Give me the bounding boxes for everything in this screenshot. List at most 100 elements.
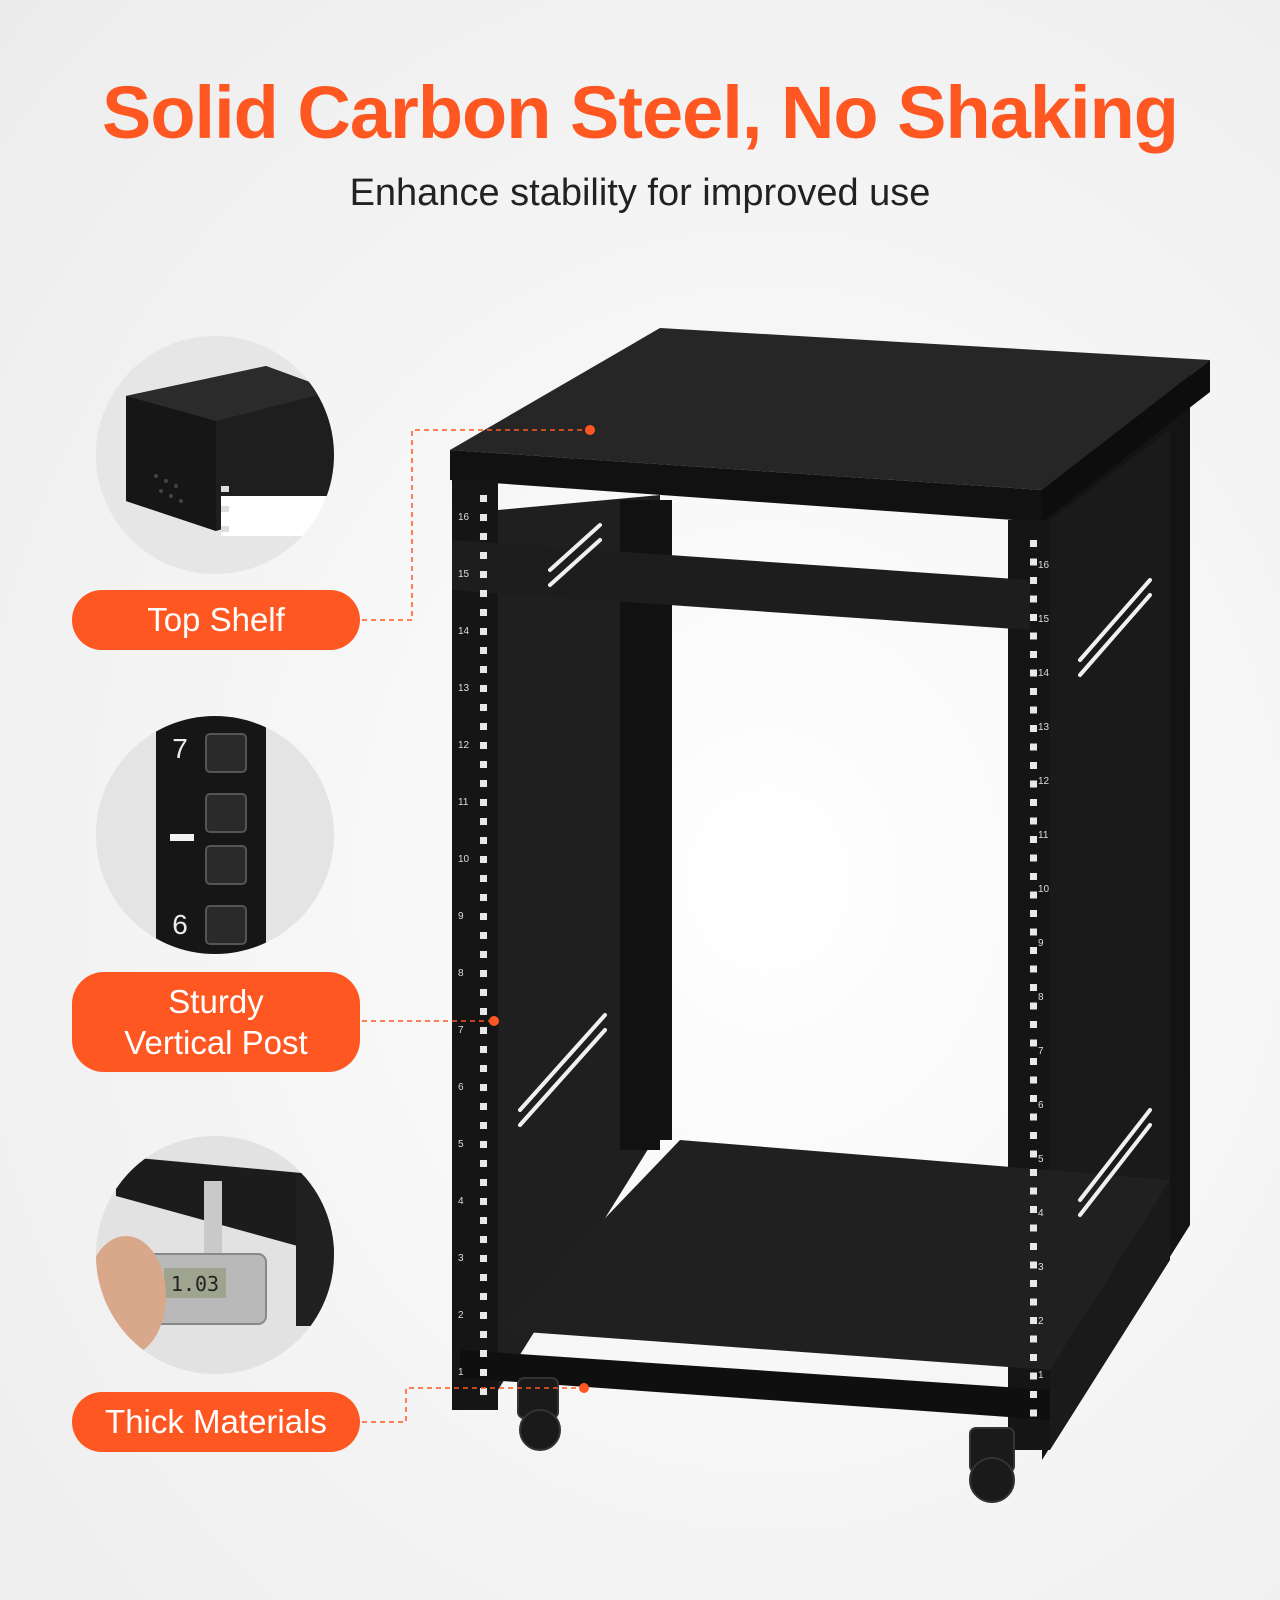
rack-unit-label-left: 2 xyxy=(458,1310,464,1321)
rack-unit-label-right: 12 xyxy=(1038,776,1050,787)
rack-hole-right xyxy=(1030,1391,1037,1398)
rack-unit-label-left: 6 xyxy=(458,1082,464,1093)
rack-hole-left xyxy=(480,1312,487,1319)
rack-unit-label-right: 6 xyxy=(1038,1100,1044,1111)
rack-unit-label-left: 8 xyxy=(458,968,464,979)
rack-hole-left xyxy=(480,514,487,521)
rack-hole-right xyxy=(1030,1280,1037,1287)
rack-hole-left xyxy=(480,1027,487,1034)
rack-hole-left xyxy=(480,685,487,692)
rack-hole-right xyxy=(1030,725,1037,732)
post-number-7: 7 xyxy=(172,733,188,764)
rack-hole-right xyxy=(1030,632,1037,640)
rack-hole-right xyxy=(1030,873,1037,880)
caliper-reading: 1.03 xyxy=(171,1272,219,1296)
rack-hole-right xyxy=(1030,1039,1037,1047)
rack-unit-label-right: 2 xyxy=(1038,1316,1044,1327)
rack-unit-label-left: 5 xyxy=(458,1139,464,1150)
rack-hole-left xyxy=(480,989,487,996)
rack-hole-right xyxy=(1030,1335,1037,1343)
rack-hole-left xyxy=(480,742,487,749)
rack-hole-right xyxy=(1030,595,1037,603)
rack-hole-left xyxy=(480,1236,487,1243)
top-shelf-closeup-image xyxy=(96,336,334,574)
rack-hole-right xyxy=(1030,984,1037,991)
rack-unit-label-right: 11 xyxy=(1038,830,1049,841)
rack-hole-left xyxy=(480,780,487,787)
rack-hole-left xyxy=(480,1008,487,1015)
rack-hole-left xyxy=(480,875,487,882)
rack-hole-right xyxy=(1030,558,1037,566)
rack-hole-left xyxy=(480,856,487,863)
rack-unit-label-right: 9 xyxy=(1038,938,1044,949)
subheadline: Enhance stability for improved use xyxy=(349,172,931,214)
rack-hole-right xyxy=(1030,1224,1037,1232)
rack-hole-right xyxy=(1030,614,1037,621)
rack-hole-right xyxy=(1030,669,1037,677)
rack-hole-right xyxy=(1030,762,1037,769)
rack-hole-left xyxy=(480,647,487,654)
rack-hole-right xyxy=(1030,1187,1037,1195)
rack-hole-right xyxy=(1030,836,1037,843)
rack-hole-left xyxy=(480,1255,487,1262)
top-shelf-label: Top Shelf xyxy=(72,590,360,650)
rack-unit-label-right: 5 xyxy=(1038,1154,1044,1165)
headline: Solid Carbon Steel, No Shaking xyxy=(101,71,1179,154)
rack-hole-left xyxy=(480,590,487,597)
rack-hole-left xyxy=(480,761,487,768)
rack-hole-left xyxy=(480,704,487,711)
rack-hole-right xyxy=(1030,1317,1037,1324)
rack-hole-right xyxy=(1030,965,1037,973)
rack-hole-left xyxy=(480,723,487,730)
rack-hole-right xyxy=(1030,1409,1037,1417)
rack-hole-left xyxy=(480,1103,487,1110)
rack-hole-left xyxy=(480,1331,487,1338)
rack-unit-label-left: 14 xyxy=(458,626,470,637)
rack-hole-right xyxy=(1030,1169,1037,1176)
rack-unit-label-right: 15 xyxy=(1038,614,1050,625)
rack-hole-left xyxy=(480,1369,487,1376)
rack-unit-label-left: 3 xyxy=(458,1253,464,1264)
rack-hole-left xyxy=(480,1122,487,1129)
rack-unit-label-left: 11 xyxy=(458,797,469,808)
rack-hole-right xyxy=(1030,1354,1037,1361)
rack-hole-right xyxy=(1030,1058,1037,1065)
rack-hole-left xyxy=(480,552,487,559)
rack-hole-right xyxy=(1030,1261,1037,1269)
rack-hole-right xyxy=(1030,540,1037,547)
rack-hole-right xyxy=(1030,1095,1037,1102)
rack-unit-label-right: 3 xyxy=(1038,1262,1044,1273)
rack-unit-label-left: 7 xyxy=(458,1025,464,1036)
rack-hole-right xyxy=(1030,854,1037,862)
rack-hole-right xyxy=(1030,1021,1037,1028)
rack-hole-right xyxy=(1030,1243,1037,1250)
rack-hole-right xyxy=(1030,1076,1037,1084)
rack-hole-left xyxy=(480,818,487,825)
vertical-post-label: Sturdy Vertical Post xyxy=(72,972,360,1072)
rack-hole-left xyxy=(480,1065,487,1072)
rack-unit-label-left: 1 xyxy=(458,1367,464,1378)
rack-unit-label-left: 13 xyxy=(458,683,470,694)
rack-hole-right xyxy=(1030,1002,1037,1010)
rack-hole-right xyxy=(1030,688,1037,695)
rack-unit-label-right: 13 xyxy=(1038,722,1050,733)
rack-hole-left xyxy=(480,495,487,502)
rack-hole-right xyxy=(1030,577,1037,584)
rack-unit-label-left: 9 xyxy=(458,911,464,922)
rack-hole-left xyxy=(480,1179,487,1186)
rack-hole-right xyxy=(1030,1113,1037,1121)
rack-unit-label-right: 16 xyxy=(1038,560,1050,571)
rack-hole-left xyxy=(480,932,487,939)
rack-hole-right xyxy=(1030,780,1037,788)
rack-hole-left xyxy=(480,1217,487,1224)
rack-hole-left xyxy=(480,837,487,844)
rack-hole-left xyxy=(480,1141,487,1148)
rack-hole-left xyxy=(480,1084,487,1091)
rack-hole-left xyxy=(480,628,487,635)
rack-unit-label-right: 4 xyxy=(1038,1208,1044,1219)
rack-hole-left xyxy=(480,1293,487,1300)
rack-unit-label-left: 15 xyxy=(458,569,470,580)
rack-unit-label-right: 14 xyxy=(1038,668,1050,679)
rack-hole-left xyxy=(480,894,487,901)
